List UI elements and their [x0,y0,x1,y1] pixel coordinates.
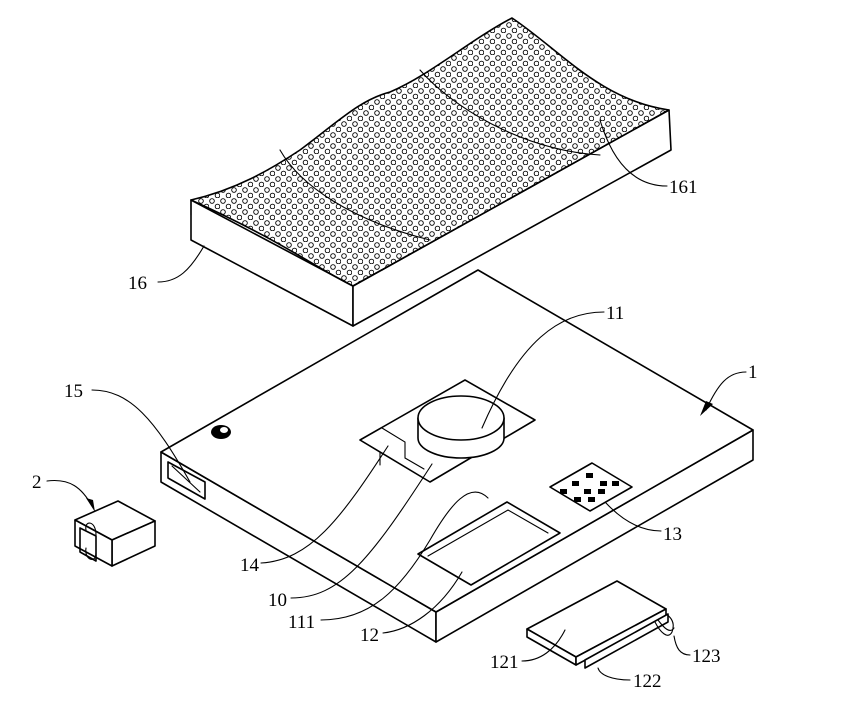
label-11: 11 [606,303,624,324]
main-box [160,269,754,643]
reference-labels: 16 161 11 1 15 2 13 14 10 111 12 121 122… [32,177,758,692]
label-121: 121 [490,652,519,673]
label-12: 12 [360,625,379,646]
button-grid [549,462,633,512]
cushion-pad [190,17,672,327]
label-14: 14 [240,555,260,576]
label-15: 15 [64,381,83,402]
battery-module [526,580,675,669]
label-122: 122 [633,671,662,692]
speaker-recess [359,379,536,483]
perforated-top-surface [190,17,670,287]
plug-component [74,500,156,567]
label-161: 161 [669,177,698,198]
label-1: 1 [748,362,758,383]
label-111: 111 [288,612,315,633]
label-2: 2 [32,472,42,493]
label-16: 16 [128,273,147,294]
label-10: 10 [268,590,287,611]
label-123: 123 [692,646,721,667]
battery-recess [417,501,561,586]
leader-lines [46,119,747,681]
port-opening [167,461,206,500]
label-13: 13 [663,524,682,545]
indicator-dot [211,425,231,439]
speaker-cylinder [417,395,505,459]
